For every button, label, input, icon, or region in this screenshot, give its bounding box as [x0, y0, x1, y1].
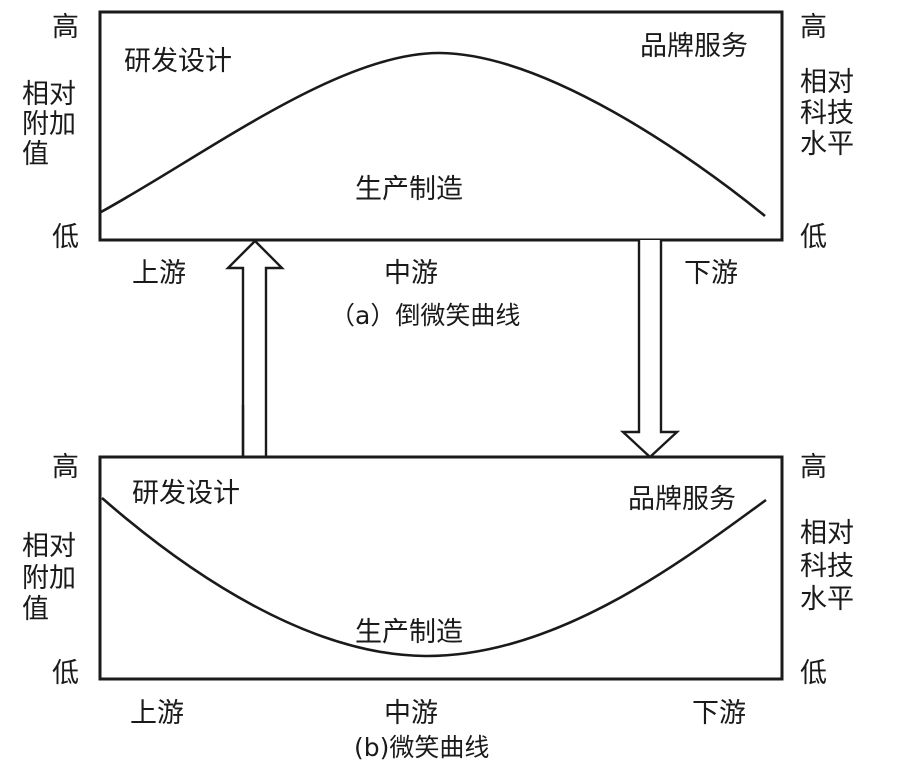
panel-a-left-axis-label-line1: 相对 [22, 79, 76, 110]
panel-a-right-axis-bottom: 低 [800, 222, 827, 253]
panel-a-left-axis-label-line2: 附加 [22, 109, 76, 140]
panel-a-label-manufacturing: 生产制造 [355, 174, 463, 205]
panel-a-left-axis-label-line3: 值 [22, 139, 49, 170]
panel-b-right-axis-label-line2: 科技 [800, 551, 854, 582]
panel-a-x-upstream: 上游 [132, 258, 186, 289]
panel-b-label-brand-service: 品牌服务 [628, 484, 736, 515]
panel-a-x-downstream: 下游 [684, 258, 738, 289]
panel-a-label-rd-design: 研发设计 [124, 46, 232, 77]
panel-b-right-axis-label-line3: 水平 [800, 584, 854, 615]
panel-a-left-axis-bottom: 低 [52, 222, 79, 253]
panel-b-left-axis-bottom: 低 [52, 658, 79, 689]
transition-down-arrow [619, 240, 681, 459]
panel-b-left-axis-label-line2: 附加 [22, 563, 76, 594]
panel-b-caption: (b)微笑曲线 [354, 733, 489, 762]
panel-a-left-axis-top: 高 [52, 12, 79, 43]
panel-b-label-rd-design: 研发设计 [132, 478, 240, 509]
panel-a-label-brand-service: 品牌服务 [640, 31, 748, 62]
panel-a-caption: （a）倒微笑曲线 [330, 301, 520, 330]
panel-a-right-axis-top: 高 [800, 12, 827, 43]
panel-a-frame [98, 10, 784, 242]
panel-b-x-midstream: 中游 [384, 698, 438, 729]
panel-a-right-axis-label-line2: 科技 [800, 98, 854, 129]
panel-b: 高 相对 附加 值 低 高 相对 科技 水平 低 研发设计 品牌服务 生产制造 … [22, 452, 854, 762]
panel-a-right-axis-label-line1: 相对 [800, 67, 854, 98]
panel-b-frame [98, 455, 784, 681]
panel-b-label-manufacturing: 生产制造 [355, 617, 463, 648]
transition-up-arrow [225, 239, 285, 457]
panel-b-left-axis-top: 高 [52, 452, 79, 483]
panel-b-left-axis-label-line3: 值 [22, 594, 49, 625]
panel-b-right-axis-label-line1: 相对 [800, 518, 854, 549]
panel-a-right-axis-label-line3: 水平 [800, 129, 854, 160]
panel-a-x-midstream: 中游 [384, 258, 438, 289]
panel-a: 高 相对 附加 值 低 高 相对 科技 水平 低 研发设计 品牌服务 生产制造 … [22, 10, 854, 330]
panel-b-x-upstream: 上游 [130, 698, 184, 729]
panel-b-x-downstream: 下游 [692, 698, 746, 729]
panel-a-curve [100, 51, 766, 218]
panel-b-right-axis-top: 高 [800, 452, 827, 483]
panel-b-left-axis-label-line1: 相对 [22, 531, 76, 562]
panel-b-right-axis-bottom: 低 [800, 658, 827, 689]
panel-b-curve [101, 497, 767, 658]
